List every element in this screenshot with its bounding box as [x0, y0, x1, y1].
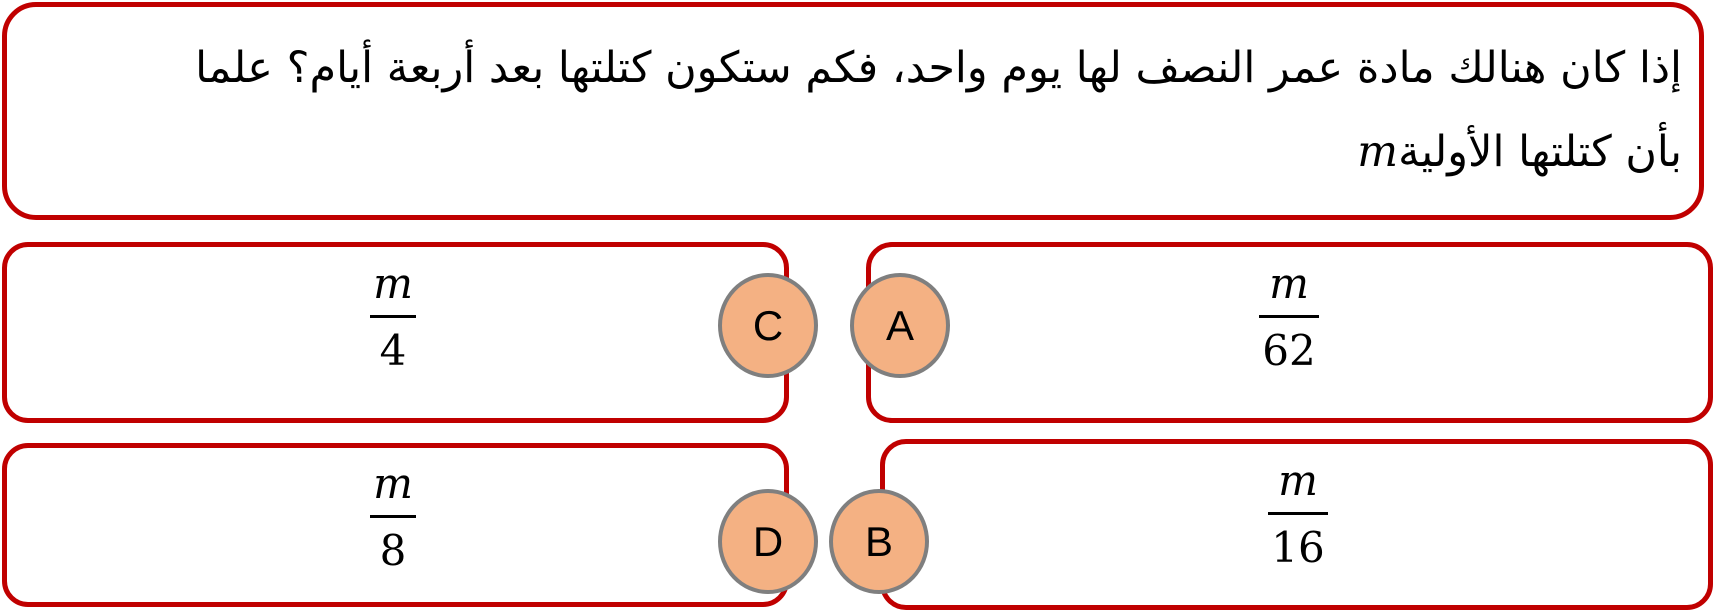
answer-option-a[interactable] — [866, 242, 1713, 423]
answer-b-fraction: m 16 — [1268, 460, 1328, 569]
question-text: إذا كان هنالك مادة عمر النصف لها يوم واح… — [142, 26, 1682, 194]
answer-option-b[interactable] — [880, 439, 1713, 610]
question-body: إذا كان هنالك مادة عمر النصف لها يوم واح… — [195, 43, 1682, 177]
answer-d-letter-badge[interactable]: D — [718, 489, 818, 594]
question-variable: m — [1357, 127, 1399, 177]
answer-b-fraction-bar — [1268, 512, 1328, 515]
answer-option-c[interactable] — [2, 242, 789, 423]
answer-c-fraction: m 4 — [370, 263, 416, 372]
answer-a-fraction-bar — [1259, 315, 1319, 318]
answer-b-denominator: 16 — [1271, 523, 1325, 572]
answer-a-fraction: m 62 — [1259, 263, 1319, 372]
answer-d-denominator: 8 — [379, 526, 407, 575]
answer-b-numerator: m — [1278, 456, 1318, 505]
answer-c-letter-badge[interactable]: C — [718, 273, 818, 378]
answer-a-letter-badge[interactable]: A — [850, 273, 950, 378]
answer-d-numerator: m — [373, 459, 413, 508]
question-box — [2, 2, 1704, 220]
answer-d-fraction-bar — [370, 515, 416, 518]
answer-c-numerator: m — [373, 259, 413, 308]
answer-a-numerator: m — [1269, 259, 1309, 308]
answer-c-fraction-bar — [370, 315, 416, 318]
answer-d-fraction: m 8 — [370, 463, 416, 572]
answer-option-d[interactable] — [2, 443, 789, 607]
answer-b-letter-badge[interactable]: B — [829, 489, 929, 594]
answer-c-denominator: 4 — [379, 326, 407, 375]
answer-a-denominator: 62 — [1262, 326, 1316, 375]
